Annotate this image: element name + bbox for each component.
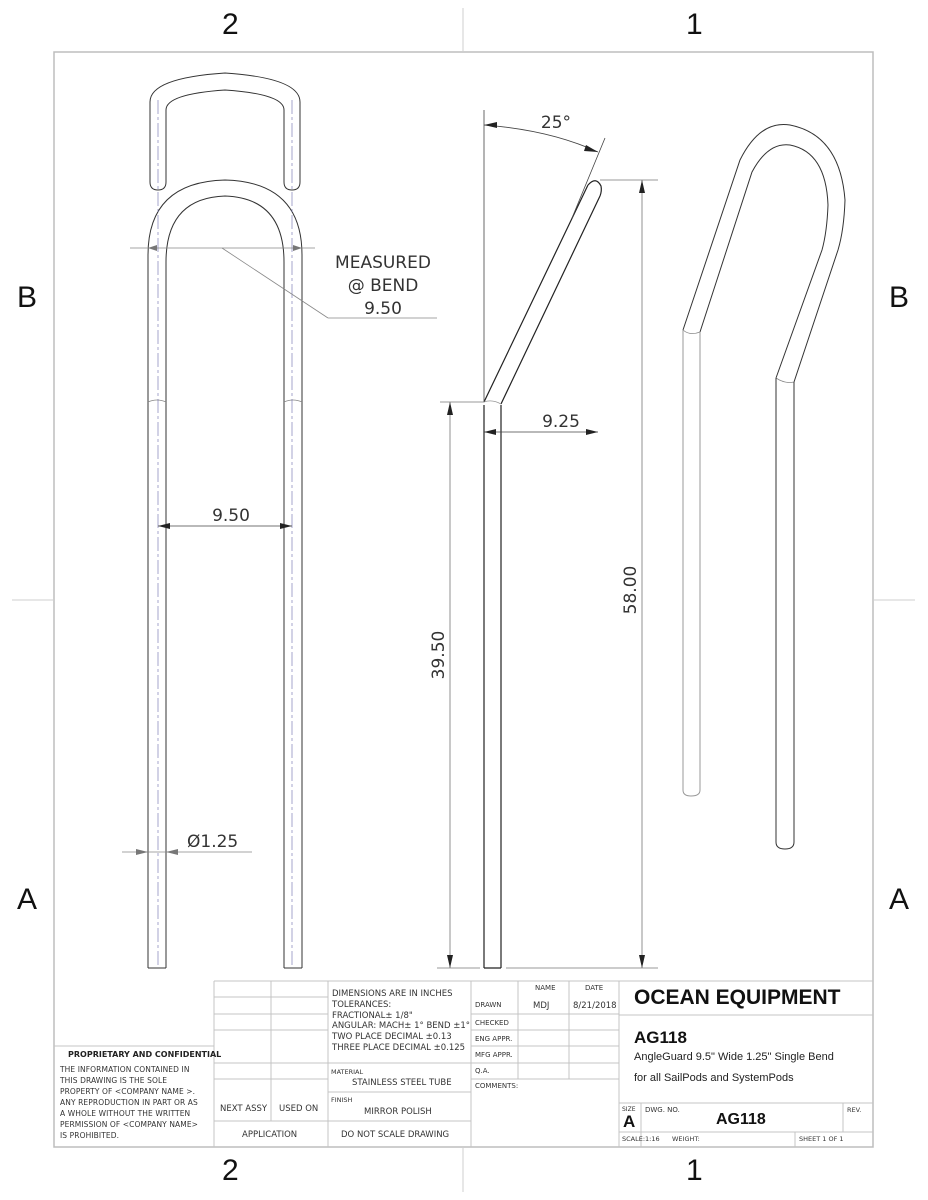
application-label: APPLICATION	[242, 1130, 298, 1140]
front-width-dim: 9.50	[212, 506, 250, 526]
proprietary-line: PROPERTY OF <COMPANY NAME >.	[60, 1087, 196, 1096]
approval-name-drawn: MDJ	[533, 1001, 550, 1011]
finish-label: FINISH	[331, 1096, 353, 1104]
isometric-view	[682, 123, 846, 850]
zone-marker-top-2: 2	[222, 8, 239, 41]
scale-label: SCALE:1:16	[622, 1135, 660, 1143]
weight-label: WEIGHT:	[672, 1135, 700, 1143]
zone-marker-top-1: 1	[686, 8, 703, 41]
size-value: A	[623, 1112, 636, 1131]
material-value: STAINLESS STEEL TUBE	[352, 1078, 452, 1088]
approvals-date-header: DATE	[585, 984, 604, 992]
tolerance-line: TWO PLACE DECIMAL ±0.13	[332, 1032, 452, 1042]
size-label: SIZE	[622, 1106, 636, 1113]
proprietary-line: PERMISSION OF <COMPANY NAME>	[60, 1120, 199, 1129]
tolerance-line: THREE PLACE DECIMAL ±0.125	[332, 1043, 466, 1053]
part-description-line2: for all SailPods and SystemPods	[634, 1072, 794, 1084]
bend-callout-value: 9.50	[364, 299, 402, 319]
next-assy-label: NEXT ASSY	[220, 1104, 268, 1114]
sheet-label: SHEET 1 OF 1	[799, 1135, 844, 1143]
tube-diameter-dim: Ø1.25	[187, 832, 238, 852]
bend-height-dim: 39.50	[429, 631, 449, 680]
dwg-no-value: AG118	[716, 1111, 766, 1128]
zone-marker-bottom-1: 1	[686, 1154, 703, 1187]
zone-marker-right-b: B	[889, 281, 910, 314]
front-view	[147, 72, 303, 969]
part-number: AG118	[634, 1028, 687, 1047]
rev-label: REV.	[847, 1106, 862, 1114]
tolerance-line: DIMENSIONS ARE IN INCHES	[332, 989, 453, 999]
do-not-scale-note: DO NOT SCALE DRAWING	[341, 1130, 450, 1140]
title-block-grid	[54, 980, 873, 1147]
sheet-border	[53, 51, 874, 1148]
zone-marker-left-b: B	[17, 281, 38, 314]
zone-marker-right-a: A	[889, 883, 910, 916]
overall-height-dim: 58.00	[621, 566, 641, 615]
approval-label-mfg: MFG APPR.	[475, 1051, 513, 1059]
proprietary-heading: PROPRIETARY AND CONFIDENTIAL	[68, 1050, 222, 1059]
approval-label-drawn: DRAWN	[475, 1001, 502, 1009]
bend-callout-line2: @ BEND	[348, 276, 419, 296]
company-name: OCEAN EQUIPMENT	[634, 986, 841, 1009]
dwg-no-label: DWG. NO.	[645, 1106, 680, 1114]
proprietary-line: A WHOLE WITHOUT THE WRITTEN	[60, 1109, 191, 1118]
part-description-line1: AngleGuard 9.5" Wide 1.25" Single Bend	[634, 1051, 834, 1063]
tolerance-line: TOLERANCES:	[332, 1000, 392, 1010]
zone-marker-bottom-2: 2	[222, 1154, 239, 1187]
bend-callout-line1: MEASURED	[335, 253, 431, 273]
proprietary-line: THE INFORMATION CONTAINED IN	[60, 1065, 190, 1074]
used-on-label: USED ON	[279, 1104, 319, 1114]
zone-marker-left-a: A	[17, 883, 38, 916]
side-view	[483, 180, 602, 969]
proprietary-line: IS PROHIBITED.	[60, 1131, 120, 1140]
finish-value: MIRROR POLISH	[364, 1107, 432, 1117]
proprietary-line: THIS DRAWING IS THE SOLE	[60, 1076, 168, 1085]
tolerance-line: FRACTIONAL± 1/8"	[332, 1011, 413, 1021]
proprietary-line: ANY REPRODUCTION IN PART OR AS	[60, 1098, 198, 1107]
approvals-name-header: NAME	[535, 984, 556, 992]
angle-dim: 25°	[541, 113, 571, 133]
comments-label: COMMENTS:	[475, 1082, 519, 1090]
approval-label-qa: Q.A.	[475, 1067, 490, 1075]
offset-dim: 9.25	[542, 412, 580, 432]
approval-label-checked: CHECKED	[475, 1019, 509, 1027]
material-label: MATERIAL	[331, 1068, 364, 1076]
approval-label-eng: ENG APPR.	[475, 1035, 513, 1043]
tolerance-line: ANGULAR: MACH± 1° BEND ±1°	[332, 1021, 471, 1031]
approval-date-drawn: 8/21/2018	[573, 1001, 617, 1011]
